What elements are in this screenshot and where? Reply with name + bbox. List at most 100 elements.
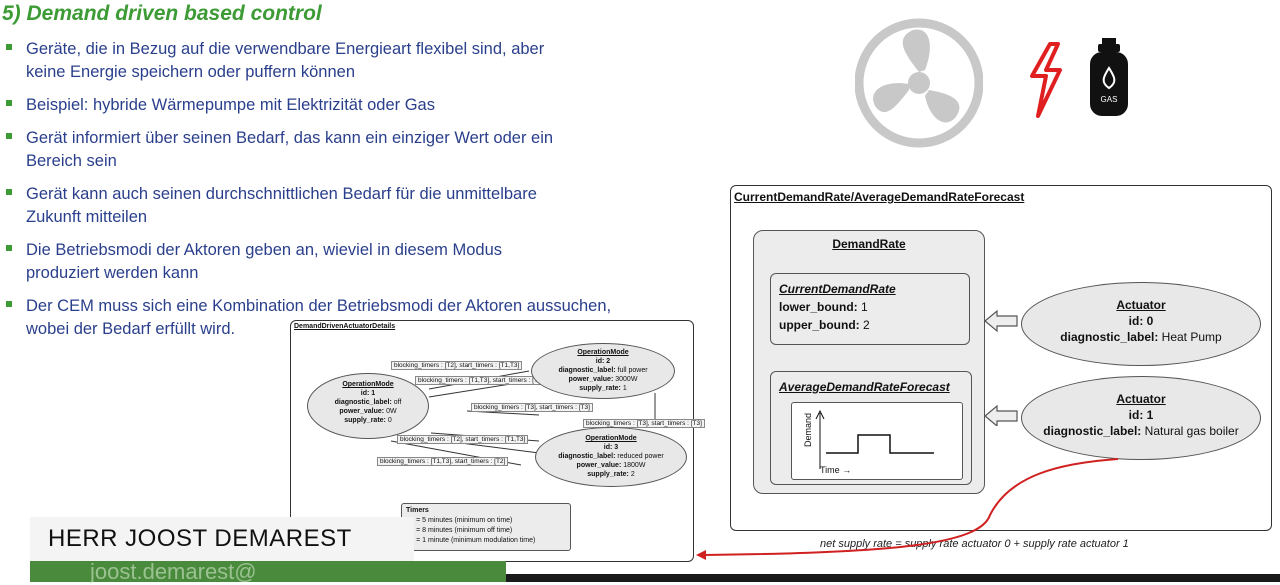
arrow-left-icons xyxy=(984,309,1018,426)
bullet-item: Beispiel: hybride Wärmepumpe mit Elektri… xyxy=(4,94,724,117)
operation-mode-full-power: OperationMode id: 2 diagnostic_label: fu… xyxy=(531,343,675,399)
bullet-marker xyxy=(6,301,12,307)
mode-id: id: 1 xyxy=(360,390,376,397)
bullet-marker xyxy=(6,245,12,251)
mode-supply-key: supply_rate: xyxy=(344,417,386,424)
speaker-banner: HERR JOOST DEMAREST xyxy=(30,517,414,561)
bullet-text: Beispiel: hybride Wärmepumpe mit Elektri… xyxy=(26,96,435,114)
mode-supply-val: 0 xyxy=(387,417,392,424)
transition-label: blocking_timers : [T1,T3], start_timers … xyxy=(415,376,547,385)
transition-label: blocking_timers : [T2], start_timers : [… xyxy=(397,435,529,444)
timers-box: Timers T1 = 5 minutes (minimum on time) … xyxy=(401,503,571,551)
transition-label: blocking_timers : [T2], start_timers : [… xyxy=(391,361,523,370)
transition-label: blocking_timers : [T1,T3], start_timers … xyxy=(377,457,509,466)
upper-bound-value: 2 xyxy=(863,318,870,332)
mode-id: id: 3 xyxy=(603,444,619,451)
bullet-text: wobei der Bedarf erfüllt wird. xyxy=(26,320,236,338)
mode-diag-val: reduced power xyxy=(617,453,664,460)
operation-mode-reduced-power: OperationMode id: 3 diagnostic_label: re… xyxy=(535,427,687,487)
video-bottom-bar xyxy=(506,574,1280,582)
forecast-plot: Demand Time → xyxy=(791,402,963,480)
arrow-left-icon xyxy=(984,309,1018,333)
mode-diag-val: full power xyxy=(617,367,648,374)
bullet-marker xyxy=(6,44,12,50)
speaker-email: joost.demarest@ xyxy=(90,559,257,584)
actuator-diag-val: Heat Pump xyxy=(1161,330,1222,344)
mode-power-key: power_value: xyxy=(576,462,622,469)
mode-power-key: power_value: xyxy=(339,408,385,415)
time-axis-text: Time xyxy=(820,465,840,475)
bullet-list: Geräte, die in Bezug auf die verwendbare… xyxy=(4,38,724,351)
transition-label: blocking_timers : [T3], start_timers : [… xyxy=(583,419,705,428)
mode-title: OperationMode xyxy=(342,381,394,388)
mode-power-val: 0W xyxy=(386,408,397,415)
demand-rate-box: DemandRate CurrentDemandRate lower_bound… xyxy=(753,230,985,494)
current-demand-rate-box: CurrentDemandRate lower_bound: 1 upper_b… xyxy=(770,273,970,345)
actuator-diag-val: Natural gas boiler xyxy=(1144,424,1239,438)
mode-diag-key: diagnostic_label: xyxy=(334,399,392,406)
bullet-item: Die Betriebsmodi der Aktoren geben an, w… xyxy=(4,239,724,285)
bullet-text: keine Energie speichern oder puffern kön… xyxy=(26,63,356,81)
actuator-diag-key: diagnostic_label: xyxy=(1060,330,1159,344)
bullet-text: Bereich sein xyxy=(26,152,117,170)
arrow-right-icon: → xyxy=(842,465,852,475)
bullet-marker xyxy=(6,100,12,106)
diagram-title: CurrentDemandRate/AverageDemandRateForec… xyxy=(734,190,1025,204)
operation-mode-off: OperationMode id: 1 diagnostic_label: of… xyxy=(307,373,429,439)
forecast-box: AverageDemandRateForecast Demand Time → xyxy=(770,371,972,485)
mode-supply-val: 1 xyxy=(622,385,627,392)
bullet-marker xyxy=(6,189,12,195)
lower-bound-key: lower_bound: xyxy=(779,300,858,314)
bullet-text: Die Betriebsmodi der Aktoren geben an, w… xyxy=(26,241,503,259)
time-axis-label: Time → xyxy=(820,465,851,475)
actuator-details-diagram: DemandDrivenActuatorDetails blocking_tim… xyxy=(290,320,705,562)
mode-supply-key: supply_rate: xyxy=(579,385,621,392)
bullet-text: Gerät kann auch seinen durchschnittliche… xyxy=(26,185,537,203)
actuator-id: id: 1 xyxy=(1128,408,1154,422)
bullet-text: Geräte, die in Bezug auf die verwendbare… xyxy=(26,40,545,58)
timer-item: T1 = 5 minutes (minimum on time) xyxy=(406,517,513,524)
forecast-graph xyxy=(815,409,934,469)
timers-title: Timers xyxy=(406,507,429,514)
mode-power-val: 1800W xyxy=(623,462,646,469)
current-demand-rate-title: CurrentDemandRate xyxy=(779,282,896,296)
timer-item: T2 = 8 minutes (minimum off time) xyxy=(406,527,513,534)
mode-id: id: 2 xyxy=(595,358,611,365)
mode-supply-key: supply_rate: xyxy=(587,471,629,478)
transition-label: blocking_timers : [T3], start_timers : [… xyxy=(471,403,593,412)
demand-axis-label: Demand xyxy=(803,412,813,448)
actuator-title: Actuator xyxy=(1116,298,1166,312)
bullet-item: Der CEM muss sich eine Kombination der B… xyxy=(4,295,724,341)
upper-bound-key: upper_bound: xyxy=(779,318,860,332)
bullet-item: Gerät informiert über seinen Bedarf, das… xyxy=(4,127,724,173)
slide-title: 5) Demand driven based control xyxy=(2,2,322,25)
actuator-diag-key: diagnostic_label: xyxy=(1043,424,1142,438)
actuator-gas-boiler: Actuator id: 1 diagnostic_label: Natural… xyxy=(1021,376,1261,460)
mode-supply-val: 2 xyxy=(630,471,635,478)
mode-title: OperationMode xyxy=(585,435,637,442)
gas-label: GAS xyxy=(1101,95,1118,104)
bullet-text: produziert werden kann xyxy=(26,264,199,282)
mode-title: OperationMode xyxy=(577,349,629,356)
mode-power-val: 3000W xyxy=(615,376,638,383)
mode-power-key: power_value: xyxy=(568,376,614,383)
bullet-marker xyxy=(6,133,12,139)
fan-icon xyxy=(855,18,983,148)
gas-cylinder-icon: GAS xyxy=(1090,38,1128,116)
bullet-item: Geräte, die in Bezug auf die verwendbare… xyxy=(4,38,724,84)
bullet-text: Gerät informiert über seinen Bedarf, das… xyxy=(26,129,554,147)
speaker-name: HERR JOOST DEMAREST xyxy=(48,525,352,552)
mode-diag-val: off xyxy=(393,399,402,406)
bullet-text: Zukunft mitteilen xyxy=(26,208,148,226)
red-connector-arrow xyxy=(696,458,1119,560)
lightning-icon xyxy=(1030,42,1062,118)
diagram-title: DemandDrivenActuatorDetails xyxy=(294,323,396,330)
demand-rate-diagram: CurrentDemandRate/AverageDemandRateForec… xyxy=(730,185,1272,531)
speaker-email-bar: joost.demarest@ xyxy=(30,559,506,584)
actuator-id: id: 0 xyxy=(1128,314,1154,328)
lower-bound-value: 1 xyxy=(861,300,868,314)
bullet-item: Gerät kann auch seinen durchschnittliche… xyxy=(4,183,724,229)
mode-diag-key: diagnostic_label: xyxy=(558,367,616,374)
demand-rate-title: DemandRate xyxy=(832,237,906,251)
actuator-heat-pump: Actuator id: 0 diagnostic_label: Heat Pu… xyxy=(1021,282,1261,366)
